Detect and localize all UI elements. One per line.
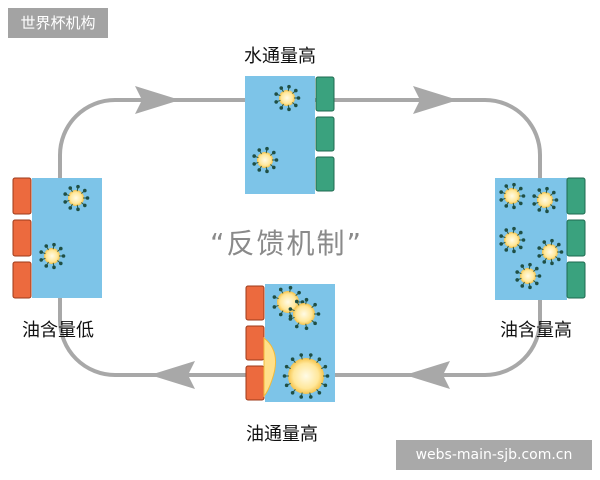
membrane-block xyxy=(566,219,586,257)
oil-droplet-icon xyxy=(288,297,321,331)
cell-left xyxy=(12,177,102,299)
label-right: 油含量高 xyxy=(500,320,572,341)
label-bottom: 油通量高 xyxy=(246,424,318,445)
membrane-block xyxy=(12,261,32,299)
label-top: 水通量高 xyxy=(244,46,316,67)
oil-droplet-icon xyxy=(39,242,66,270)
membrane-block xyxy=(566,177,586,215)
oil-droplet-icon xyxy=(537,238,564,266)
arrow-bottom-left xyxy=(150,361,195,389)
oil-droplet-icon xyxy=(499,226,526,254)
membrane-block xyxy=(315,76,335,112)
oil-droplet-icon xyxy=(499,182,526,210)
cell-bottom xyxy=(245,284,335,402)
oil-droplet-icon xyxy=(274,84,301,112)
oil-droplet-icon xyxy=(515,262,542,290)
watermark-top: 世界杯机构 xyxy=(8,8,108,38)
arrow-bottom-right xyxy=(405,361,450,389)
cell-top xyxy=(245,76,335,194)
arrow-top-left xyxy=(135,86,180,114)
center-label: “反馈机制” xyxy=(210,227,364,260)
membrane-block xyxy=(245,285,265,321)
membrane-block xyxy=(245,365,265,401)
oil-droplet-icon xyxy=(282,353,330,399)
membrane-block xyxy=(12,219,32,257)
oil-droplet-icon xyxy=(532,186,559,214)
oil-droplet-icon xyxy=(63,184,90,212)
oil-droplet-icon xyxy=(272,285,305,319)
arrow-top-right xyxy=(413,86,458,114)
cell-right xyxy=(495,177,586,300)
label-left: 油含量低 xyxy=(22,320,94,341)
membrane-block xyxy=(315,156,335,192)
membrane-block xyxy=(245,325,265,361)
membrane-block xyxy=(12,177,32,215)
oil-droplet-icon xyxy=(252,146,279,174)
membrane-block xyxy=(315,116,335,152)
membrane-block xyxy=(566,261,586,299)
watermark-bottom: webs-main-sjb.com.cn xyxy=(396,440,592,470)
oil-film xyxy=(263,336,277,398)
